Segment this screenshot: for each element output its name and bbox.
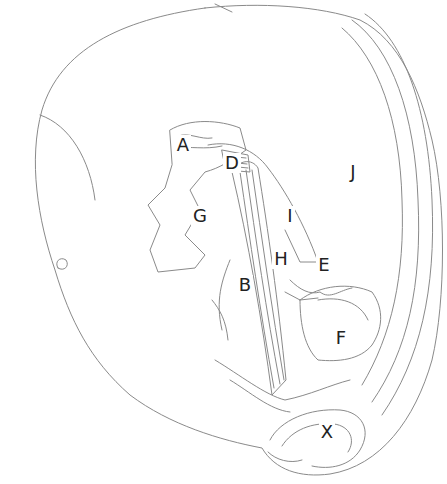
part-letter: I — [285, 206, 294, 226]
part-letter: E — [316, 255, 331, 275]
part-letter: B — [237, 275, 253, 295]
part-letter: G — [191, 206, 209, 226]
part-letter: D — [223, 153, 241, 173]
part-letter: A — [175, 135, 191, 155]
part-letter: F — [334, 328, 348, 348]
part-letter: J — [348, 162, 357, 182]
part-letter: X — [319, 422, 335, 442]
part-letter: H — [272, 249, 290, 269]
